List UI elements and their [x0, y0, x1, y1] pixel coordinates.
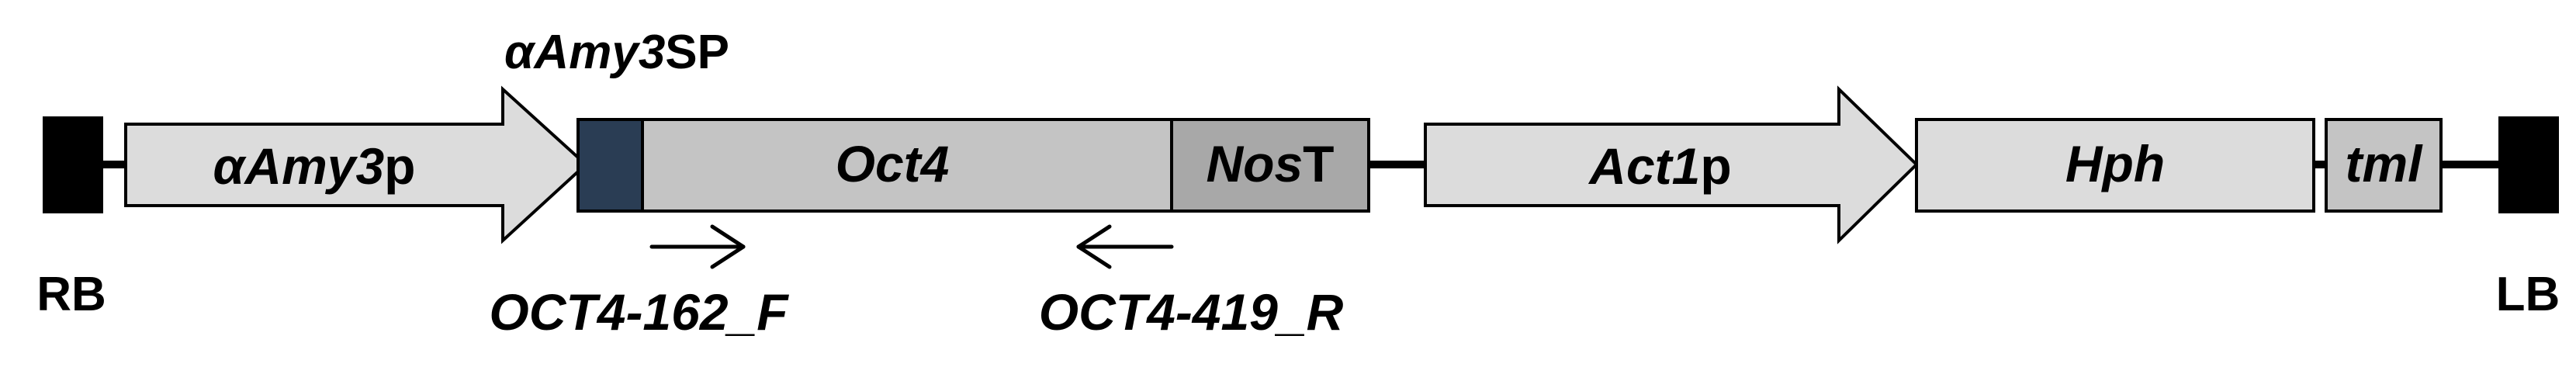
- oct4-label: Oct4: [836, 135, 950, 192]
- amy3-signal-peptide-label: αAmy3SP: [504, 26, 729, 79]
- left-border-block: [2498, 116, 2559, 213]
- act1-promoter-label: Act1p: [1587, 137, 1731, 195]
- rb-label: RB: [36, 268, 106, 321]
- amy3-promoter-label: αAmy3p: [213, 137, 415, 195]
- oct4-block: [641, 118, 1173, 213]
- nos-terminator-label: NosT: [1206, 135, 1334, 192]
- amy3-signal-peptide-block: [576, 118, 644, 213]
- act1-promoter-arrow: [1424, 85, 1919, 244]
- tml-label: tml: [2346, 135, 2424, 192]
- lb-label: LB: [2496, 268, 2560, 321]
- forward-primer-arrow-icon: [649, 224, 746, 269]
- forward-primer-label: OCT4-162_F: [489, 283, 789, 341]
- amy3-promoter-arrow: [124, 85, 588, 244]
- hph-label: Hph: [2065, 135, 2165, 192]
- reverse-primer-label: OCT4-419_R: [1039, 283, 1344, 341]
- nos-terminator-block: [1170, 118, 1370, 213]
- tml-block: [2325, 118, 2443, 213]
- reverse-primer-arrow-icon: [1076, 224, 1174, 269]
- right-border-block: [43, 116, 103, 213]
- hph-block: [1915, 118, 2315, 213]
